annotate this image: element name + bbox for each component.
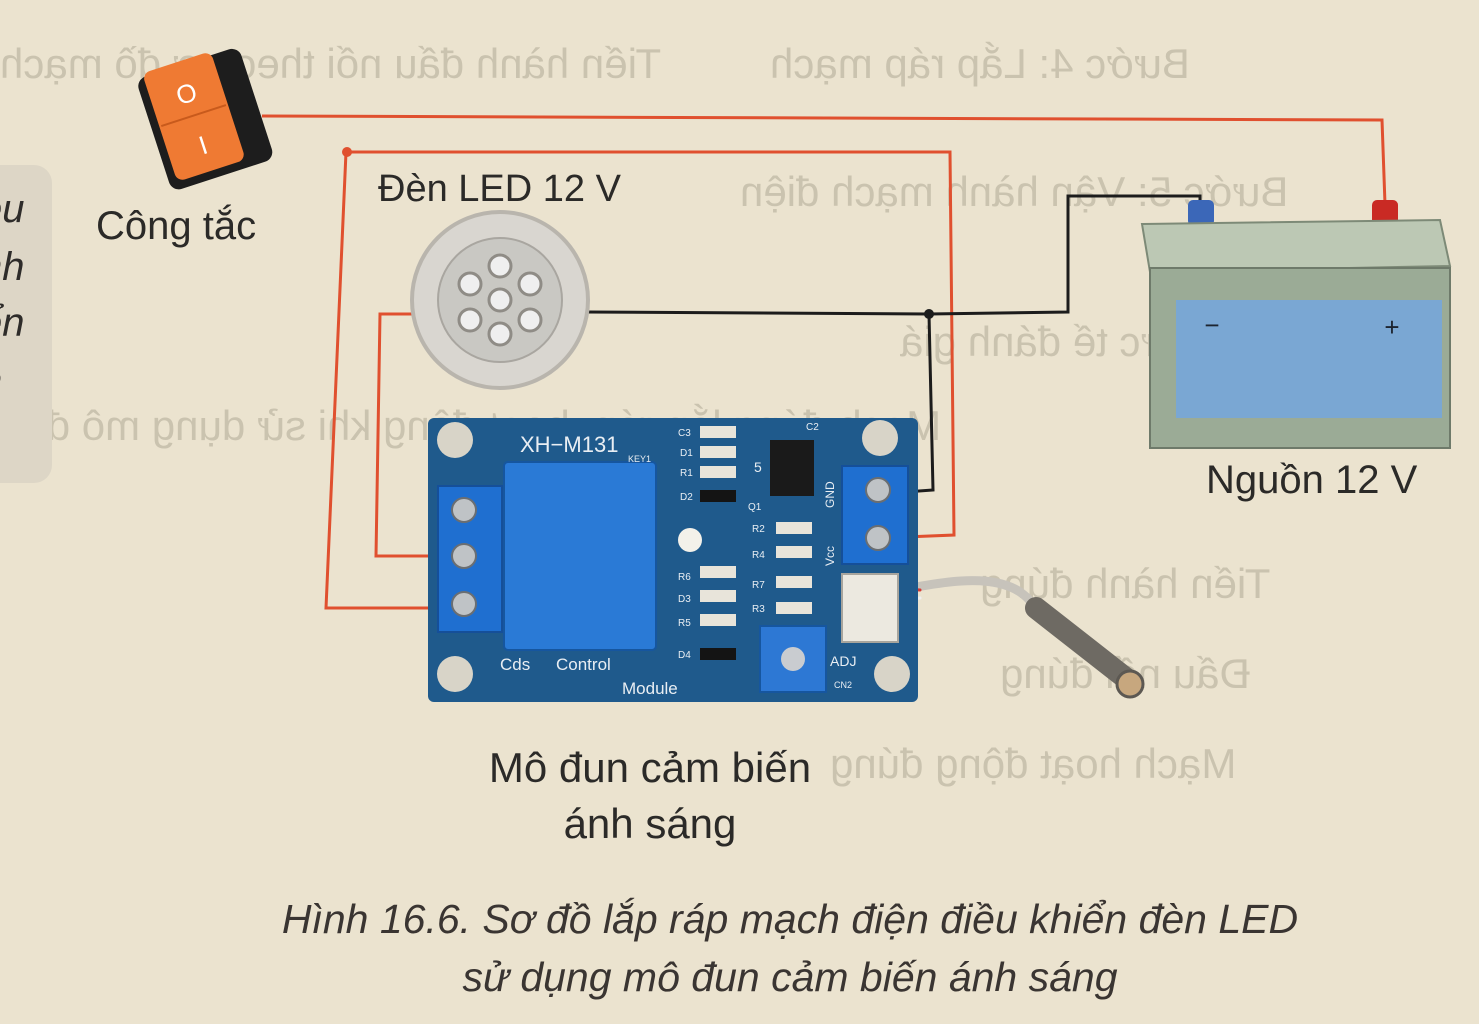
smd-part [700,446,736,458]
battery-mark-negative: − [1204,310,1219,340]
led-chip [517,307,543,333]
module-u1-label: 5 [754,459,762,475]
module-key-label: KEY1 [628,454,651,464]
sensor-module: XH−M131 KEY1 Cds Control Module ADJ CN2 … [428,418,918,702]
smd-part [700,426,736,438]
module-cds-label: Cds [500,655,530,674]
module-gnd-label: GND [823,481,837,508]
module-label-line: Mô đun cảm biến [488,744,812,791]
sensor-connector [841,573,899,643]
led-chip [517,271,543,297]
terminal-screw [865,477,891,503]
module-module-label: Module [622,679,678,698]
wire-switch-to-module-vcc [346,150,956,539]
smd-part [700,614,736,626]
module-d2-label: D2 [680,492,693,503]
smd-part [700,566,736,578]
module-d3-label: D3 [678,594,691,605]
module-c3-label: C3 [678,428,691,439]
battery-terminal-positive [1372,200,1398,226]
module-cn2-label: CN2 [834,680,852,690]
module-r6-label: R6 [678,572,691,583]
battery: − + [1140,200,1452,449]
sensor-tube [1025,597,1139,691]
terminal-screw [865,525,891,551]
smd-part [700,466,736,478]
smd-part [776,602,812,614]
battery-mark-positive: + [1384,312,1399,342]
wire-led-to-relay-terminal [374,312,456,558]
mount-hole [437,422,473,458]
battery-label-panel [1176,300,1442,418]
side-text: ển [0,301,25,345]
battery-terminal-negative [1188,200,1214,226]
mount-hole [437,656,473,692]
mount-hole [862,420,898,456]
terminal-screw [451,543,477,569]
caption-line: Hình 16.6. Sơ đồ lắp ráp mạch điện điều … [281,896,1299,942]
potentiometer-knob [781,647,805,671]
battery-lid [1140,218,1452,274]
led-label: Đèn LED 12 V [378,168,621,210]
module-c2-label: C2 [806,422,819,433]
wire-junction [924,309,934,319]
side-text: nh [0,245,25,289]
sensor-head [1115,669,1145,699]
switch: O I [138,48,273,190]
module-label: Mô đun cảm biến ánh sáng [460,740,840,852]
wire-switch-to-relay-terminal [324,151,456,610]
module-control-label: Control [556,655,611,674]
switch-rocker-divider [160,104,227,128]
relay [503,461,657,651]
side-text: n [0,359,2,404]
switch-label: Công tắc [96,204,257,248]
module-r5-label: R5 [678,618,691,629]
smd-part [700,490,736,502]
led-lamp [410,210,590,390]
smd-part [700,590,736,602]
module-label-line: ánh sáng [563,800,737,847]
module-r3-label: R3 [752,604,765,615]
module-r2-label: R2 [752,524,765,535]
ldr-hole [678,528,702,552]
terminal-screw [451,497,477,523]
led-chip [487,287,513,313]
module-r7-label: R7 [752,580,765,591]
module-q1-label: Q1 [748,502,762,513]
led-chip [457,271,483,297]
module-vcc-label: Vcc [823,546,837,566]
ic-chip [770,440,814,496]
module-r1-label: R1 [680,468,693,479]
led-chip [487,321,513,347]
terminal-screw [451,591,477,617]
smd-part [776,522,812,534]
module-d1-label: D1 [680,448,693,459]
wire-junction [342,147,352,157]
power-source-label: Nguồn 12 V [1206,458,1418,502]
side-panel: ều nh ển n [0,165,52,483]
led-chip [487,253,513,279]
smd-part [776,546,812,558]
module-adj-label: ADJ [830,653,856,669]
module-r4-label: R4 [752,550,765,561]
led-chip [457,307,483,333]
wire-led-to-battery-negative [585,194,1202,316]
mount-hole [874,656,910,692]
figure-caption: Hình 16.6. Sơ đồ lắp ráp mạch điện điều … [180,890,1400,1006]
caption-line: sử dụng mô đun cảm biến ánh sáng [462,954,1118,1000]
smd-part [700,648,736,660]
side-text: ều [0,187,25,231]
wire-switch-to-battery-positive [261,114,1387,205]
module-d4-label: D4 [678,650,691,661]
module-model-label: XH−M131 [520,432,618,457]
smd-part [776,576,812,588]
